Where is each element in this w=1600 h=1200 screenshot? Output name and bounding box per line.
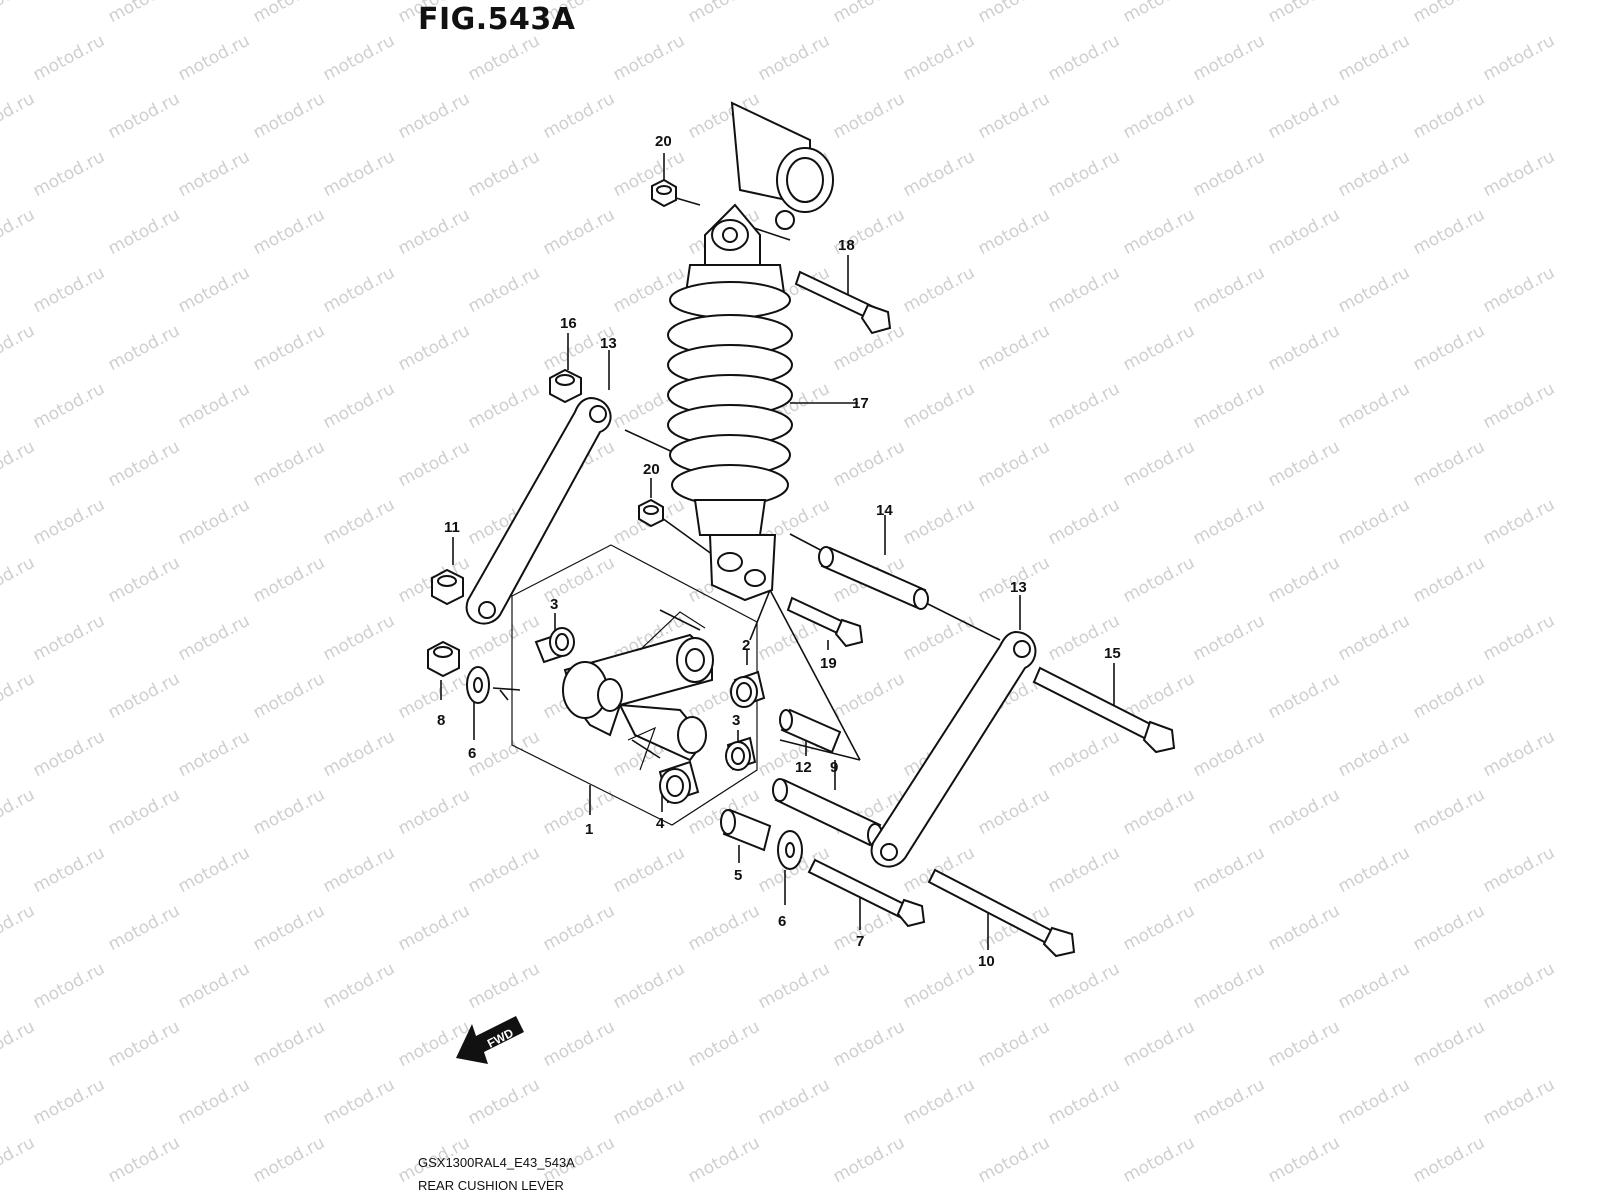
callout-7: 7: [856, 933, 864, 950]
bearing-2: [730, 670, 766, 708]
callout-19: 19: [820, 655, 837, 672]
callout-11: 11: [444, 519, 460, 536]
callout-1: 1: [585, 821, 593, 838]
lever-assembly-frame: [511, 544, 758, 826]
bolt-15: [1032, 666, 1176, 754]
spacer-14: [818, 546, 929, 610]
callout-4: 4: [656, 815, 665, 832]
nut-20-upper: [651, 178, 677, 208]
fwd-arrow-icon: FWD: [456, 1016, 524, 1064]
callout-5: 5: [734, 867, 742, 884]
diagram-caption: REAR CUSHION LEVER: [418, 1178, 564, 1193]
callout-12: 12: [795, 759, 812, 776]
callout-17: 17: [852, 395, 869, 412]
callout-8: 8: [437, 712, 445, 729]
nut-20-lower: [638, 498, 664, 528]
callout-10: 10: [978, 953, 995, 970]
bearing-3-lower: [725, 736, 757, 771]
callout-3-upper: 3: [550, 596, 558, 613]
callout-6-right: 6: [778, 913, 786, 930]
nut-11: [431, 568, 464, 606]
nut-16: [549, 368, 582, 404]
callout-9: 9: [830, 759, 838, 776]
spacer-5: [720, 808, 772, 852]
bolt-18: [794, 270, 892, 335]
callout-18: 18: [838, 237, 855, 254]
callout-14: 14: [876, 502, 893, 519]
washer-6-left: [466, 666, 490, 704]
washer-6-right: [777, 830, 803, 870]
cushion-lever: [562, 611, 714, 771]
callout-20-upper: 20: [655, 133, 672, 150]
callout-3-lower: 3: [732, 712, 740, 729]
rear-shock-absorber: [667, 101, 834, 602]
callout-20-lower: 20: [643, 461, 660, 478]
figure-title: FIG.543A: [418, 2, 576, 37]
callout-2: 2: [742, 637, 750, 654]
callout-labels: 20 18 16 13 17 20 11 14 13 3 2 19 15 8 3…: [437, 133, 1121, 970]
bolt-19: [786, 596, 864, 648]
tie-rod-13-right: [870, 630, 1037, 868]
callout-16: 16: [560, 315, 577, 332]
bolt-7: [807, 858, 926, 928]
spacer-9: [772, 778, 883, 847]
leader-lines: [440, 153, 1115, 950]
callout-13-right: 13: [1010, 579, 1027, 596]
nut-8: [427, 640, 460, 678]
callout-13-left: 13: [600, 335, 617, 352]
diagram-code: GSX1300RAL4_E43_543A: [418, 1155, 575, 1170]
callout-15: 15: [1104, 645, 1121, 662]
bolt-10: [927, 868, 1076, 958]
tie-rod-13-left: [465, 396, 612, 625]
callout-6-left: 6: [468, 745, 476, 762]
bearing-4: [658, 760, 700, 804]
spacer-12: [779, 708, 842, 754]
bearing-3-upper: [534, 627, 575, 664]
